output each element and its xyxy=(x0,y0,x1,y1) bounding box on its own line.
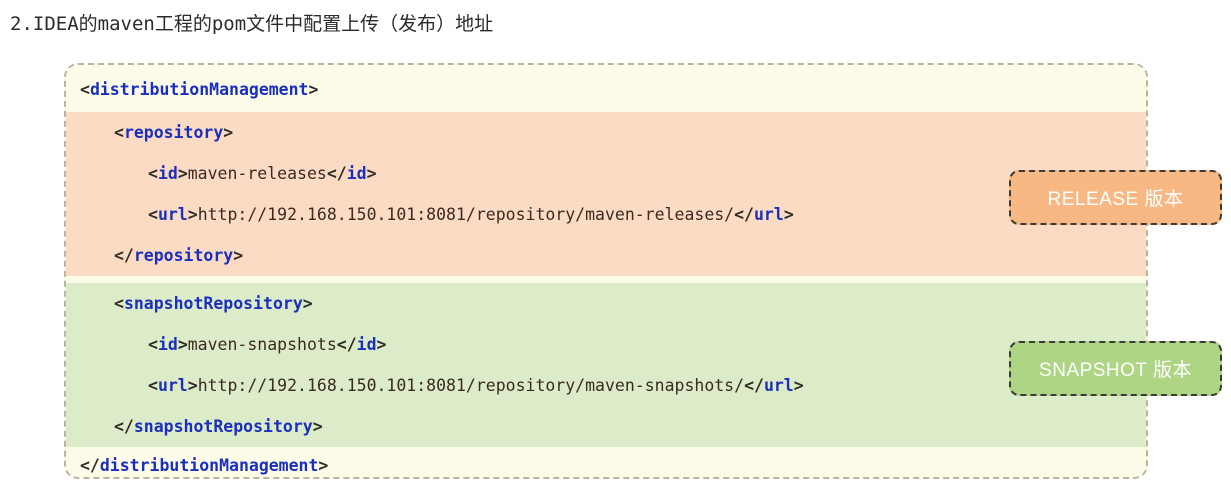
code-section-release-repository: <repository> <id>maven-releases</id> <ur… xyxy=(66,112,1146,276)
page-title: 2.IDEA的maven工程的pom文件中配置上传（发布）地址 xyxy=(10,13,494,35)
code-line: <distributionManagement> xyxy=(80,80,319,99)
code-line: <snapshotRepository> xyxy=(114,294,313,313)
code-line: <url>http://192.168.150.101:8081/reposit… xyxy=(148,205,794,224)
code-line: </distributionManagement> xyxy=(80,456,329,475)
code-line: <repository> xyxy=(114,123,234,142)
code-line: </repository> xyxy=(114,246,244,265)
code-block: <distributionManagement> <repository> <i… xyxy=(64,63,1148,479)
code-section-distribution-open: <distributionManagement> xyxy=(66,65,1146,112)
code-line: <url>http://192.168.150.101:8081/reposit… xyxy=(148,376,804,395)
snapshot-badge: SNAPSHOT 版本 xyxy=(1009,341,1222,396)
section-divider xyxy=(66,276,1146,283)
release-badge-label: RELEASE 版本 xyxy=(1047,189,1184,210)
release-badge: RELEASE 版本 xyxy=(1009,170,1222,225)
code-line: <id>maven-releases</id> xyxy=(148,164,377,183)
snapshot-badge-label: SNAPSHOT 版本 xyxy=(1039,360,1192,381)
code-section-snapshot-repository: <snapshotRepository> <id>maven-snapshots… xyxy=(66,283,1146,447)
code-section-distribution-close: </distributionManagement> xyxy=(66,447,1146,477)
code-line: </snapshotRepository> xyxy=(114,417,323,436)
code-line: <id>maven-snapshots</id> xyxy=(148,335,387,354)
